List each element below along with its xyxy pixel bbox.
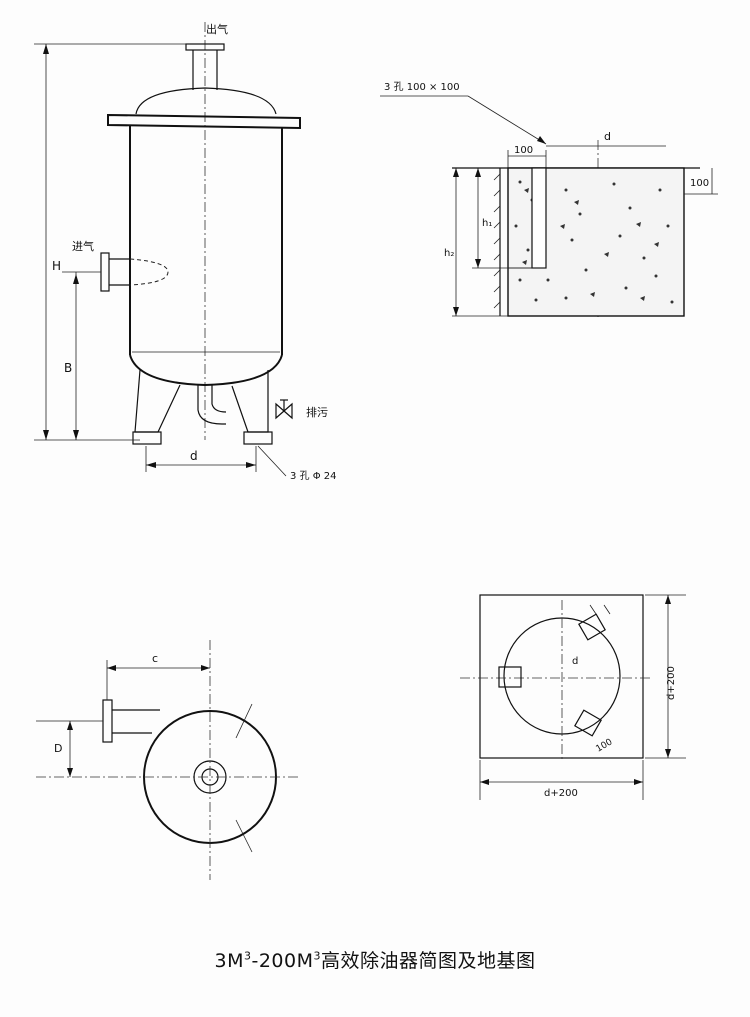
inlet-label: 进气 [72,239,94,253]
drain-valve-icon [275,399,293,420]
bolt-holes-label: 3 孔 Φ 24 [290,470,337,482]
elevation-view: 出气 进气 排污 [34,22,337,482]
inlet-offset-label: c [152,652,158,665]
drawing-caption: 3M3-200M3高效除油器简图及地基图 [0,946,750,973]
depth-h2-label: h₂ [444,248,454,259]
caption-suffix: 高效除油器简图及地基图 [320,950,536,972]
concrete-texture [514,180,674,304]
height-dimension-label: H [52,259,61,273]
outlet-label: 出气 [206,22,228,36]
inlet-elevation-label: D [54,742,62,755]
support-spacing-label: d [190,449,198,463]
pad-label: 100 [595,737,615,754]
foundation-plan: d 100 d+200 d+200 [460,594,686,800]
caption-sup1: 3 [243,949,252,963]
foundation-section: 3 孔 100 × 100 100 d [380,81,718,318]
caption-middle: -200M [251,950,314,972]
edge-label: 100 [690,178,709,189]
holes-note: 3 孔 100 × 100 [384,81,460,93]
spacing-label: d [604,130,611,143]
height-label: d+200 [666,666,677,700]
hole-width-label: 100 [514,145,533,156]
plan-view: c D [36,640,300,880]
caption-sup2: 3 [313,949,321,963]
width-label: d+200 [544,788,578,799]
caption-prefix: 3M [214,950,244,972]
depth-h1-label: h₁ [482,218,492,229]
ground-hatching [493,173,501,309]
inlet-nozzle [100,252,169,292]
circle-label: d [572,656,578,667]
outlet-pipe [185,43,225,90]
drain-label: 排污 [306,405,328,419]
inlet-height-label: B [64,361,72,375]
